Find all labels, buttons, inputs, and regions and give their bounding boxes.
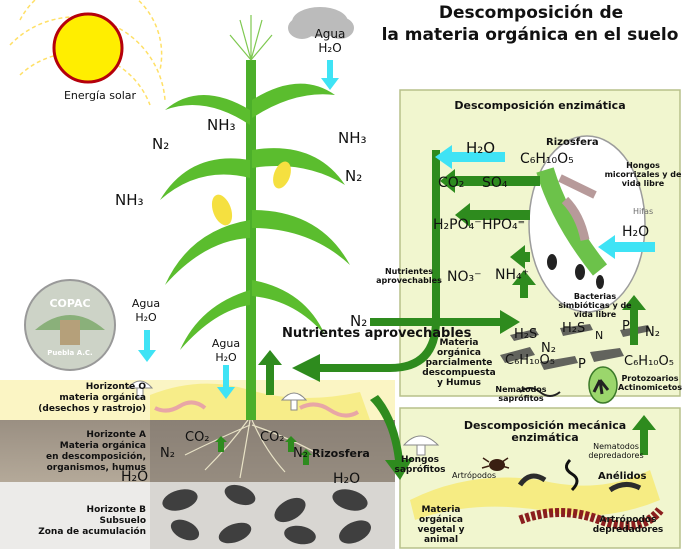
soil-n2-right: N₂ (293, 446, 308, 461)
enz-p-a: P (622, 319, 630, 334)
rain-formula: H₂O (318, 41, 342, 55)
mushroom-icon (402, 435, 440, 456)
enz-nutrients-small: Nutrientes aprovechables (376, 267, 442, 285)
enz-so4: SO₄ (482, 175, 508, 191)
enz-nh4: NH₄⁺ (495, 267, 530, 283)
subsoil-rocks (162, 484, 371, 545)
enz-n2-d: N₂ (645, 325, 660, 340)
enzymatic-title: Descomposición enzimática (454, 99, 626, 112)
mechanical-title: Descomposición mecánica enzimática (463, 419, 627, 445)
enz-h2o: H₂O (466, 139, 496, 157)
mech-annelids-label: Anélidos (598, 471, 647, 482)
rain-label: Agua (314, 27, 346, 41)
water-label-center: Agua (211, 337, 241, 350)
logo-place: Puebla A.C. (47, 349, 93, 357)
corn-ear (211, 161, 291, 226)
enz-glucose-top: C₆H₁₀O₅ (520, 151, 574, 167)
predator-nematode-icon (565, 458, 579, 492)
enz-h2s-b: H₂S (562, 321, 586, 336)
enz-glucose-a: C₆H₁₀O₅ (505, 353, 555, 368)
enz-matter-label: Materia orgánica parcialmente descompues… (422, 338, 496, 388)
enz-p-b: P (578, 357, 586, 372)
nutrients-label: Nutrientes aprovechables (282, 326, 472, 341)
soil-co2-right: CO₂ (260, 430, 285, 445)
enz-n2-c: N₂ (541, 341, 556, 356)
mech-fungi-label: Hongos saprófitos (394, 455, 446, 475)
plant-roots (184, 419, 321, 479)
organic-debris (500, 324, 651, 370)
nh3-atmosphere-right: NH₃ (338, 129, 367, 147)
n2-atmosphere-right: N₂ (345, 167, 363, 185)
water-arrows (138, 60, 339, 399)
horizon-o-line2: (desechos y rastrojo) (38, 404, 146, 414)
horizon-b-line2: Zona de acumulación (38, 527, 146, 537)
nh3-atmosphere-left: NH₃ (115, 191, 144, 209)
sun-label: Energía solar (63, 89, 137, 102)
water-formula-left: H₂O (135, 311, 157, 324)
soil-n2-left: N₂ (160, 446, 175, 461)
soil-co2-left: CO₂ (185, 430, 210, 445)
n2-atmosphere-left: N₂ (152, 135, 170, 153)
horizon-b-title: Horizonte B (86, 505, 146, 515)
soil-h2o-left: H₂O (121, 469, 149, 485)
worm-icon (299, 402, 360, 418)
enz-h2s-a: H₂S (514, 327, 538, 342)
horizon-o-title: Horizonte O (85, 382, 146, 392)
soil-h2o-right: H₂O (333, 471, 361, 487)
enz-hpo4: HPO₄⁼ (482, 217, 525, 233)
copac-logo (24, 279, 116, 371)
horizon-a-line1: Materia orgánica (59, 441, 146, 451)
enz-nematodes-label: Nematodos saprófitos (495, 385, 547, 403)
enz-fungi-label: Hongos micorrizales y de vida libre (604, 161, 682, 188)
nematode-icon (519, 387, 561, 397)
enz-bacteria-label: Bacterias simbióticas y de vida libre (558, 292, 632, 319)
enz-hifas-label: Hifas (633, 207, 654, 216)
horizon-a-title: Horizonte A (86, 430, 146, 440)
sun-icon (9, 0, 166, 106)
mech-predator-nematodes-label: Nematodos depredadores (588, 442, 644, 460)
mech-predator-arthropods-label: Artrópodos depredadores (592, 515, 664, 535)
cloud-icon (288, 7, 354, 39)
enz-glucose-b: C₆H₁₀O₅ (624, 354, 674, 369)
horizon-o-line1: materia orgánica (59, 393, 146, 403)
enz-protozoa-label: Protozoarios Actinomicetos (618, 374, 683, 392)
water-arrows-right (435, 145, 655, 259)
mech-arthropods-label: Artrópodos (452, 471, 497, 480)
horizon-a-line3: organismos, humus (46, 463, 146, 473)
corn-tassel (229, 15, 273, 61)
water-label-left: Agua (131, 297, 161, 310)
logo-name: COPAC (49, 297, 91, 310)
enz-n2-in: N₂ (350, 312, 368, 330)
nh3-atmosphere-top: NH₃ (207, 116, 236, 134)
rhizosphere-zone (528, 135, 646, 313)
corn-plant (160, 15, 350, 420)
tick-icon (481, 457, 510, 471)
enz-h2o-right: H₂O (622, 224, 650, 240)
enz-h2po4: H₂PO₄⁻ (433, 217, 482, 233)
water-formula-center: H₂O (215, 351, 237, 364)
title-line-2: la materia orgánica en el suelo (381, 25, 679, 45)
title-line-1: Descomposición de (438, 3, 624, 23)
enz-no3: NO₃⁻ (447, 269, 482, 285)
worm-icon (154, 400, 207, 413)
enz-n-small: N (595, 329, 604, 342)
mushroom-icon (126, 380, 154, 399)
annelid-icon (518, 506, 664, 531)
mushroom-icon (280, 392, 308, 411)
nutrient-flow-arrows (258, 150, 656, 480)
rhizosphere-label: Rizosfera (546, 137, 599, 148)
horizon-a-line2: en descomposición, (46, 452, 146, 462)
soil-rhizosphere-label: Rizosfera (312, 447, 370, 460)
horizon-b-line1: Subsuelo (99, 516, 146, 526)
mech-matter-label: Materia orgánica vegetal y animal (417, 505, 465, 545)
enz-co2: CO₂ (438, 175, 465, 191)
